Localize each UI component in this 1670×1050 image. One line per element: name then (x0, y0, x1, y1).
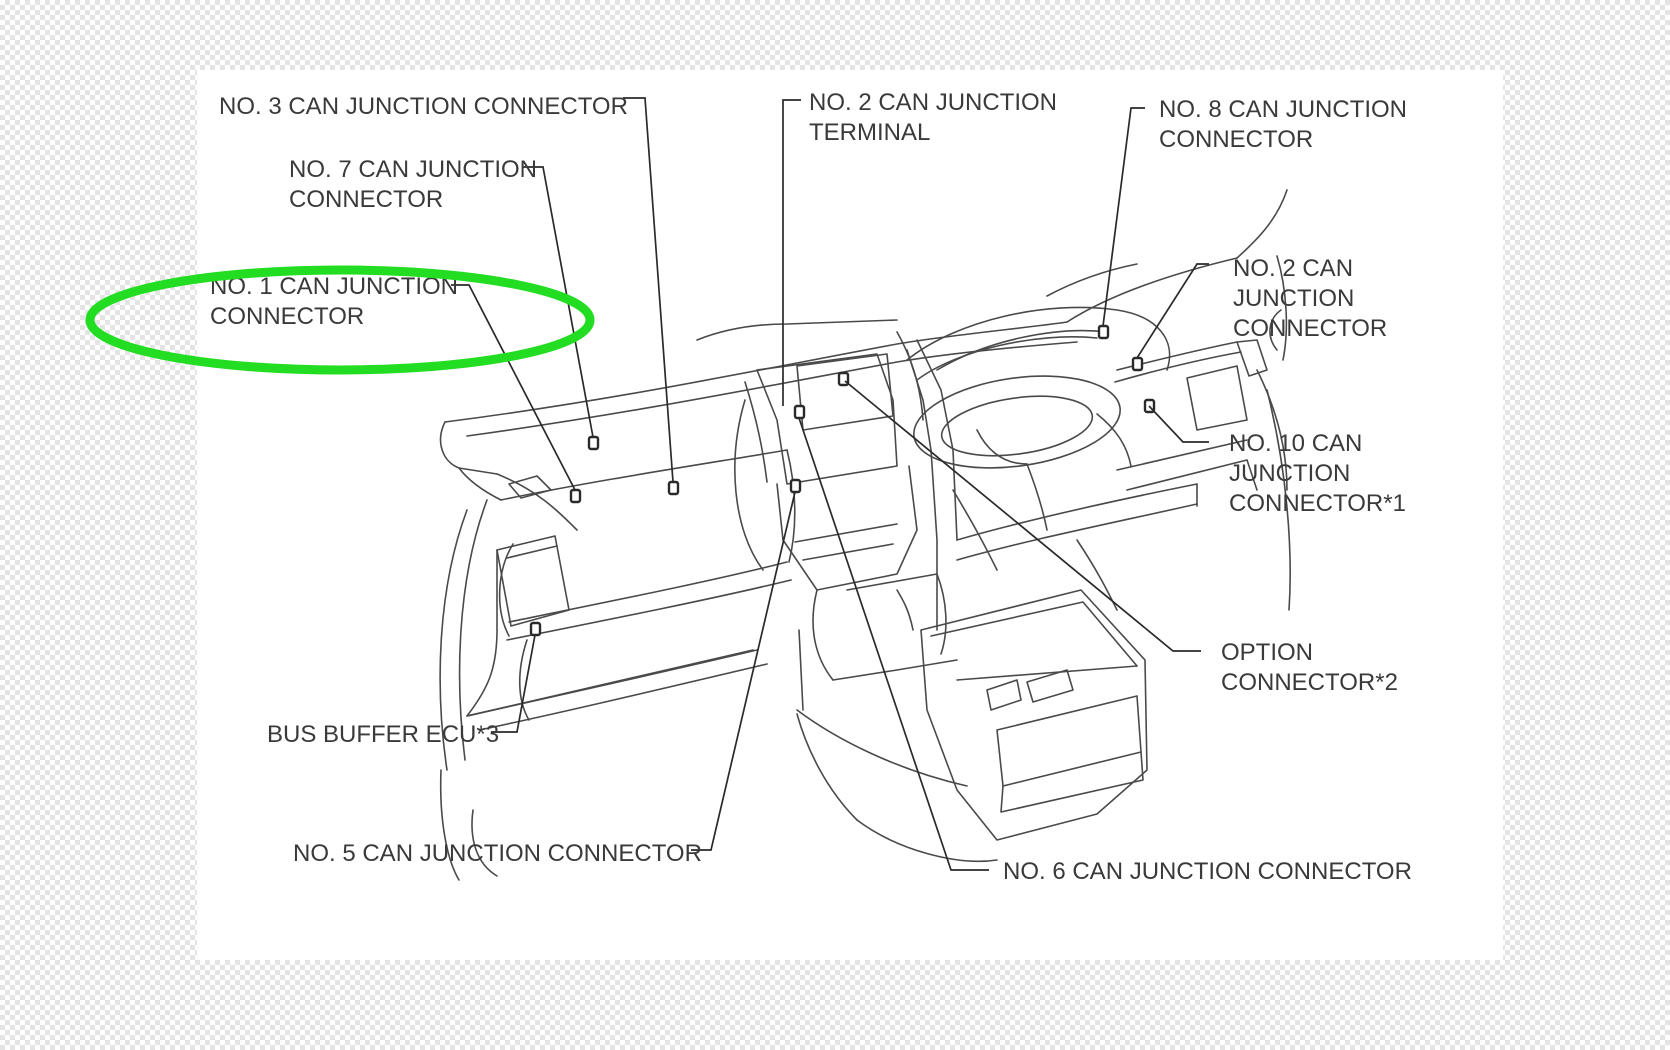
label-no6: NO. 6 CAN JUNCTION CONNECTOR (1003, 858, 1412, 885)
no7-connector-marker (587, 435, 600, 451)
label-no10-line2: JUNCTION (1229, 460, 1350, 487)
label-no2-terminal-line2: TERMINAL (809, 119, 930, 146)
leader-no3 (623, 97, 674, 483)
label-no8-line2: CONNECTOR (1159, 126, 1313, 153)
label-no10-line1: NO. 10 CAN (1229, 430, 1362, 457)
label-no10-line3: CONNECTOR*1 (1229, 490, 1406, 517)
label-no1-line2: CONNECTOR (210, 303, 364, 330)
callout-labels: NO. 3 CAN JUNCTION CONNECTOR NO. 7 CAN J… (210, 89, 1412, 885)
label-no2-connector-line2: JUNCTION (1233, 285, 1354, 312)
leader-no1 (451, 284, 576, 491)
dashboard-drawing (439, 189, 1291, 881)
leader-no8 (1102, 107, 1145, 327)
leader-lines (451, 97, 1209, 871)
connector-markers (529, 324, 1156, 637)
no8-connector-marker (1097, 324, 1110, 340)
label-no2-terminal-line1: NO. 2 CAN JUNCTION (809, 89, 1057, 116)
no1-connector-marker (569, 488, 582, 504)
leader-bus-buffer (491, 634, 536, 733)
label-no1-line1: NO. 1 CAN JUNCTION (210, 273, 458, 300)
label-no2-connector-line1: NO. 2 CAN (1233, 255, 1353, 282)
leader-no10 (1148, 405, 1209, 443)
bus-buffer-marker (529, 621, 542, 637)
leader-no6 (798, 417, 989, 871)
label-no2-connector-line3: CONNECTOR (1233, 315, 1387, 342)
label-no5: NO. 5 CAN JUNCTION CONNECTOR (293, 840, 702, 867)
label-no7-line2: CONNECTOR (289, 186, 443, 213)
leader-no5 (691, 491, 796, 851)
label-option-line1: OPTION (1221, 639, 1313, 666)
label-no7-line1: NO. 7 CAN JUNCTION (289, 156, 537, 183)
no5-connector-marker (789, 478, 802, 494)
dashboard-can-diagram: NO. 3 CAN JUNCTION CONNECTOR NO. 7 CAN J… (210, 89, 1412, 885)
no2-terminal-marker (793, 404, 806, 420)
label-bus-buffer: BUS BUFFER ECU*3 (267, 721, 499, 748)
leader-no2-terminal (782, 99, 801, 406)
no2-connector-marker (1131, 356, 1144, 372)
label-no3: NO. 3 CAN JUNCTION CONNECTOR (219, 93, 628, 120)
leader-no7 (523, 166, 594, 438)
label-no8-line1: NO. 8 CAN JUNCTION (1159, 96, 1407, 123)
leader-no2-connector (1136, 263, 1209, 359)
diagram-sheet: NO. 3 CAN JUNCTION CONNECTOR NO. 7 CAN J… (197, 70, 1503, 960)
leader-option (844, 380, 1201, 652)
label-option-line2: CONNECTOR*2 (1221, 669, 1398, 696)
no3-connector-marker (667, 480, 680, 496)
